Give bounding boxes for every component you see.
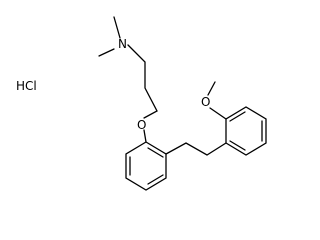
butyl-chain-bonds	[127, 44, 158, 119]
amine-nitrogen-label: N	[118, 37, 127, 51]
methoxy-bonds	[207, 81, 227, 120]
phenoxy-ring-bonds	[125, 141, 167, 191]
chemical-structure-drawing: N O O HCl	[16, 16, 267, 191]
aryl-ether-bond	[143, 129, 147, 143]
methoxyphenyl-ring-bonds	[225, 106, 267, 156]
salt-label: HCl	[16, 79, 37, 93]
ether-oxygen-label: O	[137, 118, 146, 132]
methoxy-oxygen-label: O	[201, 95, 210, 109]
ethylene-bridge-bonds	[165, 142, 227, 156]
n-methyl-bonds	[98, 16, 121, 57]
